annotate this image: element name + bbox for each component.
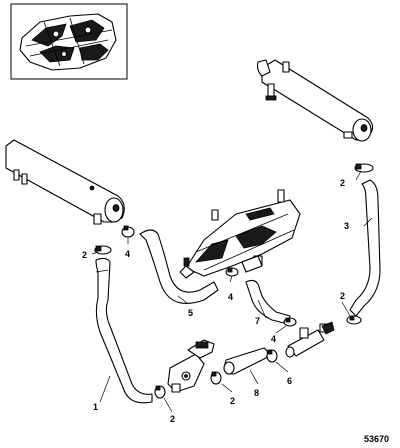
hose-7 (245, 279, 291, 325)
figure-reference-number: 53670 (364, 434, 389, 444)
valve-assembly (167, 339, 215, 393)
callout-2: 2 (340, 291, 345, 301)
callout-1: 1 (93, 402, 98, 412)
exhaust-manifold (179, 189, 301, 279)
callout-4: 4 (228, 292, 233, 302)
callout-2: 2 (170, 414, 175, 424)
tee-fitting (285, 321, 335, 358)
clamp-2-right (346, 315, 362, 325)
callout-4: 4 (271, 334, 276, 344)
clamp-6 (266, 349, 278, 363)
callout-7: 7 (255, 316, 260, 326)
hose-1 (95, 257, 153, 404)
callout-2: 2 (230, 396, 235, 406)
callout-2: 2 (340, 178, 345, 188)
hose-3 (349, 179, 381, 317)
clamp-2-bottom-left (154, 385, 166, 399)
hose-5 (139, 229, 219, 304)
clamp-4-left (121, 225, 135, 238)
callout-5: 5 (188, 308, 193, 318)
callout-8: 8 (254, 388, 259, 398)
callout-3: 3 (344, 221, 349, 231)
clamp-4-lower (283, 317, 297, 327)
callout-2: 2 (82, 250, 87, 260)
engine-inset (10, 3, 128, 80)
right-exhaust-elbow (256, 59, 374, 142)
clamp-4-center (225, 267, 239, 277)
clamp-2-left-upper (94, 245, 112, 255)
callout-6: 6 (287, 376, 292, 386)
left-exhaust-elbow (5, 139, 125, 225)
leader-lines (91, 170, 373, 413)
clamp-2-top-right (354, 163, 374, 173)
callouts: 2 3 2 4 4 5 7 4 2 1 2 2 8 6 (82, 178, 349, 424)
clamp-2-bottom-center (210, 371, 222, 385)
callout-4: 4 (125, 249, 130, 259)
